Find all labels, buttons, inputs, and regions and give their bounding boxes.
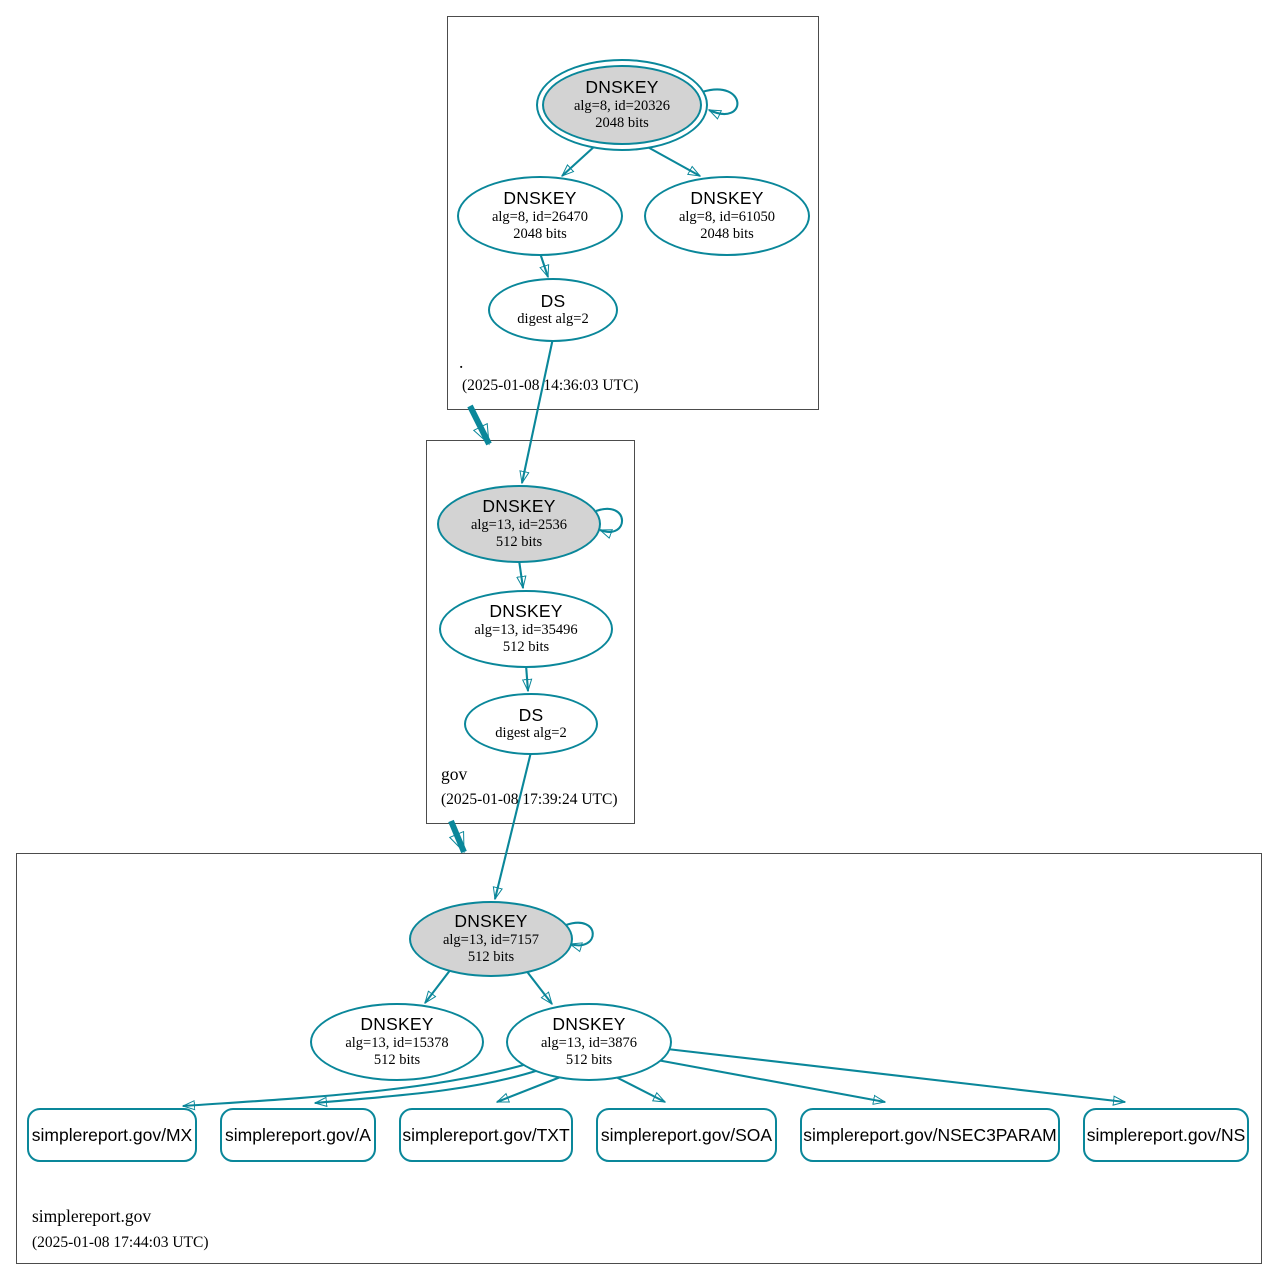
node-gov-zsk-dnskey[interactable]: DNSKEY alg=13, id=35496 512 bits	[439, 590, 613, 668]
edge-gov-ksk-selfloop	[595, 507, 623, 532]
node-bits: 512 bits	[467, 948, 515, 965]
rrset-label: simplereport.gov/TXT	[402, 1124, 570, 1145]
node-detail: alg=13, id=3876	[540, 1034, 638, 1051]
node-root-zsk1-dnskey[interactable]: DNSKEY alg=8, id=26470 2048 bits	[457, 176, 623, 256]
edge-root-ksk-selfloop	[701, 88, 739, 113]
node-detail: alg=13, id=35496	[474, 621, 578, 638]
edge-sr-ksk-selfloop	[565, 921, 594, 946]
zone-timestamp-simplereport: (2025-01-08 17:44:03 UTC)	[32, 1234, 209, 1251]
rrset-label: simplereport.gov/MX	[31, 1124, 193, 1145]
rrset-nsec3param[interactable]: simplereport.gov/NSEC3PARAM	[800, 1108, 1060, 1162]
edge-sr-zsk2-to-nsec3param	[656, 1058, 885, 1102]
edge-gov-ksk-to-zsk	[519, 559, 523, 588]
edge-root-ksk-to-zsk2	[643, 144, 700, 177]
zone-name-simplereport: simplereport.gov	[32, 1206, 152, 1226]
node-detail: digest alg=2	[517, 311, 589, 328]
node-root-ksk-dnskey[interactable]: DNSKEY alg=8, id=20326 2048 bits	[536, 59, 708, 151]
node-sr-zsk2-dnskey[interactable]: DNSKEY alg=13, id=3876 512 bits	[506, 1003, 672, 1081]
node-bits: 512 bits	[502, 638, 550, 655]
edge-sr-ksk-to-zsk2	[524, 968, 552, 1004]
zone-name-root: .	[459, 352, 464, 372]
rrset-label: simplereport.gov/A	[225, 1124, 371, 1145]
edge-sr-ksk-to-zsk1	[424, 968, 452, 1003]
zone-name-gov: gov	[441, 764, 468, 784]
node-detail: alg=8, id=61050	[678, 208, 776, 225]
edge-root-ds-to-gov-ksk	[522, 337, 555, 483]
zone-timestamp-gov: (2025-01-08 17:39:24 UTC)	[441, 791, 618, 808]
node-bits: 2048 bits	[595, 114, 649, 131]
edge-gov-zsk-to-ds	[526, 664, 528, 691]
node-detail: digest alg=2	[495, 725, 567, 742]
edge-sr-zsk2-to-txt	[497, 1075, 564, 1103]
node-root-zsk2-dnskey[interactable]: DNSKEY alg=8, id=61050 2048 bits	[644, 176, 810, 256]
node-title: DNSKEY	[585, 77, 659, 98]
node-bits: 2048 bits	[513, 225, 567, 242]
node-title: DNSKEY	[482, 496, 556, 517]
edge-delegation-root-to-gov	[467, 404, 492, 446]
node-detail: alg=8, id=26470	[491, 208, 589, 225]
node-bits: 2048 bits	[700, 225, 754, 242]
node-title: DNSKEY	[503, 188, 577, 209]
node-title: DNSKEY	[489, 601, 563, 622]
node-title: DNSKEY	[690, 188, 764, 209]
node-bits: 512 bits	[373, 1051, 421, 1068]
edge-sr-zsk2-to-ns	[666, 1047, 1125, 1102]
node-detail: alg=13, id=2536	[470, 516, 568, 533]
node-gov-ds[interactable]: DS digest alg=2	[464, 693, 598, 755]
node-detail: alg=8, id=20326	[573, 97, 671, 114]
node-detail: alg=13, id=15378	[345, 1034, 449, 1051]
edge-sr-zsk2-to-soa	[611, 1074, 665, 1103]
edge-delegation-gov-to-simplereport	[448, 819, 467, 854]
node-title: DS	[540, 290, 566, 311]
edge-root-ksk-to-zsk1	[562, 144, 597, 176]
rrset-a[interactable]: simplereport.gov/A	[220, 1108, 376, 1162]
node-detail: alg=13, id=7157	[442, 931, 540, 948]
node-sr-zsk1-dnskey[interactable]: DNSKEY alg=13, id=15378 512 bits	[310, 1003, 484, 1081]
edge-gov-ds-to-simplereport-ksk	[495, 751, 533, 899]
rrset-soa[interactable]: simplereport.gov/SOA	[596, 1108, 777, 1162]
edge-sr-zsk2-to-a	[315, 1068, 540, 1103]
node-title: DNSKEY	[454, 911, 528, 932]
node-bits: 512 bits	[495, 533, 543, 550]
zone-timestamp-root: (2025-01-08 14:36:03 UTC)	[462, 377, 639, 394]
node-root-ksk-inner: DNSKEY alg=8, id=20326 2048 bits	[542, 65, 702, 145]
node-bits: 512 bits	[565, 1051, 613, 1068]
node-gov-ksk-dnskey[interactable]: DNSKEY alg=13, id=2536 512 bits	[437, 485, 601, 563]
rrset-label: simplereport.gov/NS	[1086, 1124, 1246, 1145]
rrset-txt[interactable]: simplereport.gov/TXT	[399, 1108, 573, 1162]
node-sr-ksk-dnskey[interactable]: DNSKEY alg=13, id=7157 512 bits	[409, 901, 573, 977]
node-title: DS	[518, 704, 544, 725]
edge-sr-zsk2-to-mx	[183, 1062, 528, 1106]
node-title: DNSKEY	[360, 1014, 434, 1035]
node-title: DNSKEY	[552, 1014, 626, 1035]
edge-root-zsk1-to-ds	[539, 252, 548, 277]
rrset-mx[interactable]: simplereport.gov/MX	[27, 1108, 197, 1162]
node-root-ds[interactable]: DS digest alg=2	[488, 278, 618, 342]
rrset-label: simplereport.gov/SOA	[600, 1124, 773, 1145]
rrset-ns[interactable]: simplereport.gov/NS	[1083, 1108, 1249, 1162]
rrset-label: simplereport.gov/NSEC3PARAM	[803, 1124, 1057, 1145]
